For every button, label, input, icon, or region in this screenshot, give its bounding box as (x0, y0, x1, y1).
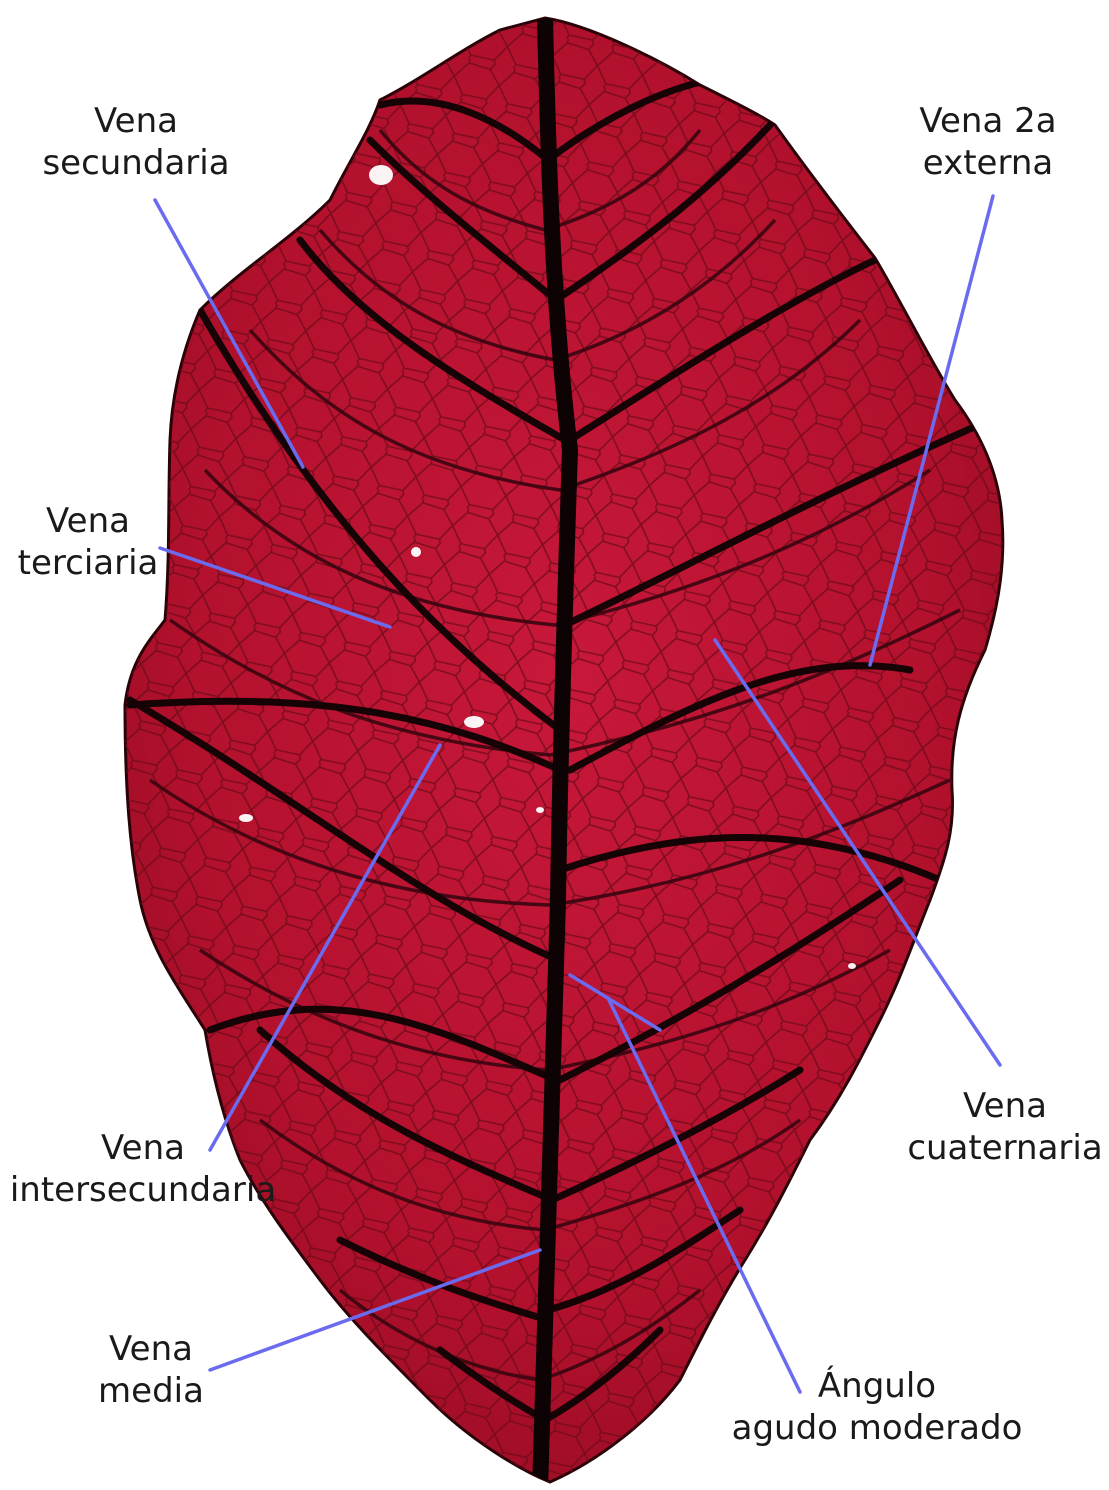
label-line: Vena (86, 1328, 216, 1370)
label-angulo-agudo-moderado: Ángulo agudo moderado (722, 1365, 1032, 1449)
label-vena-terciaria: Vena terciaria (8, 500, 168, 584)
label-vena-media: Vena media (86, 1328, 216, 1412)
label-line: agudo moderado (722, 1407, 1032, 1449)
label-line: Vena (8, 500, 168, 542)
label-line: Vena 2a (908, 100, 1068, 142)
label-line: secundaria (38, 142, 234, 184)
label-line: Vena (905, 1085, 1105, 1127)
label-vena-intersecundaria: Vena intersecundaria (2, 1127, 284, 1211)
label-line: externa (908, 142, 1068, 184)
label-line: terciaria (8, 542, 168, 584)
label-line: Ángulo (722, 1365, 1032, 1407)
label-line: cuaternaria (905, 1127, 1105, 1169)
label-vena-cuaternaria: Vena cuaternaria (905, 1085, 1105, 1169)
label-line: intersecundaria (2, 1169, 284, 1211)
label-vena-2a-externa: Vena 2a externa (908, 100, 1068, 184)
label-line: Vena (38, 100, 234, 142)
label-vena-secundaria: Vena secundaria (38, 100, 234, 184)
label-line: Vena (2, 1127, 284, 1169)
label-line: media (86, 1370, 216, 1412)
